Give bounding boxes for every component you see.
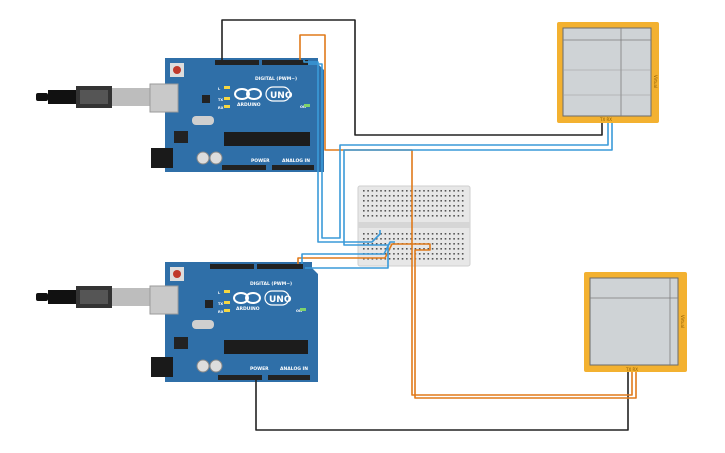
board-model-label: UNO <box>269 295 292 305</box>
arduino-logo-icon <box>234 88 262 100</box>
led-l-label: L <box>218 87 221 91</box>
analog-label: ANALOG IN <box>282 158 310 164</box>
arduino-uno-top[interactable]: UNO ARDUINO DIGITAL (PWM~) POWER ANALOG … <box>36 58 324 172</box>
led-tx-label: TX <box>218 302 223 306</box>
led-on-label: ON <box>300 105 306 109</box>
wire-blue-3[interactable] <box>301 241 395 264</box>
usb-cable <box>36 286 150 308</box>
brand-label: ARDUINO <box>236 306 260 312</box>
display-side-label: Virtual <box>653 75 658 88</box>
wire-orange-2[interactable] <box>297 243 637 399</box>
led-rx-label: RX <box>218 310 224 314</box>
led-l-label: L <box>218 291 221 295</box>
digital-label: DIGITAL (PWM~) <box>250 281 292 287</box>
led-tx-label: TX <box>218 98 223 102</box>
led-rx-label: RX <box>218 106 224 110</box>
wire-blue-1[interactable] <box>303 60 381 243</box>
usb-cable <box>36 86 150 108</box>
brand-label: ARDUINO <box>237 102 261 108</box>
display-side-label: Virtual <box>680 315 685 328</box>
breadboard[interactable] <box>357 185 471 267</box>
display-pin-label: TX RX <box>599 117 612 122</box>
serial-display-top[interactable]: Virtual TX RX <box>557 22 659 123</box>
arduino-uno-bottom[interactable]: UNO ARDUINO DIGITAL (PWM~) POWER ANALOG … <box>36 262 318 382</box>
wire-black-top[interactable] <box>221 19 603 136</box>
wire-blue-4[interactable] <box>305 123 613 269</box>
power-label: POWER <box>251 158 270 164</box>
wire-black-bottom[interactable] <box>255 372 629 431</box>
analog-label: ANALOG IN <box>280 366 308 372</box>
wire-blue-2[interactable] <box>308 63 609 239</box>
board-model-label: UNO <box>270 91 293 101</box>
led-on-label: ON <box>296 309 302 313</box>
digital-label: DIGITAL (PWM~) <box>255 76 297 82</box>
display-pin-label: TX RX <box>625 367 638 372</box>
serial-display-bottom[interactable]: Virtual TX RX <box>584 272 687 372</box>
power-label: POWER <box>250 366 269 372</box>
arduino-logo-icon <box>233 292 261 304</box>
